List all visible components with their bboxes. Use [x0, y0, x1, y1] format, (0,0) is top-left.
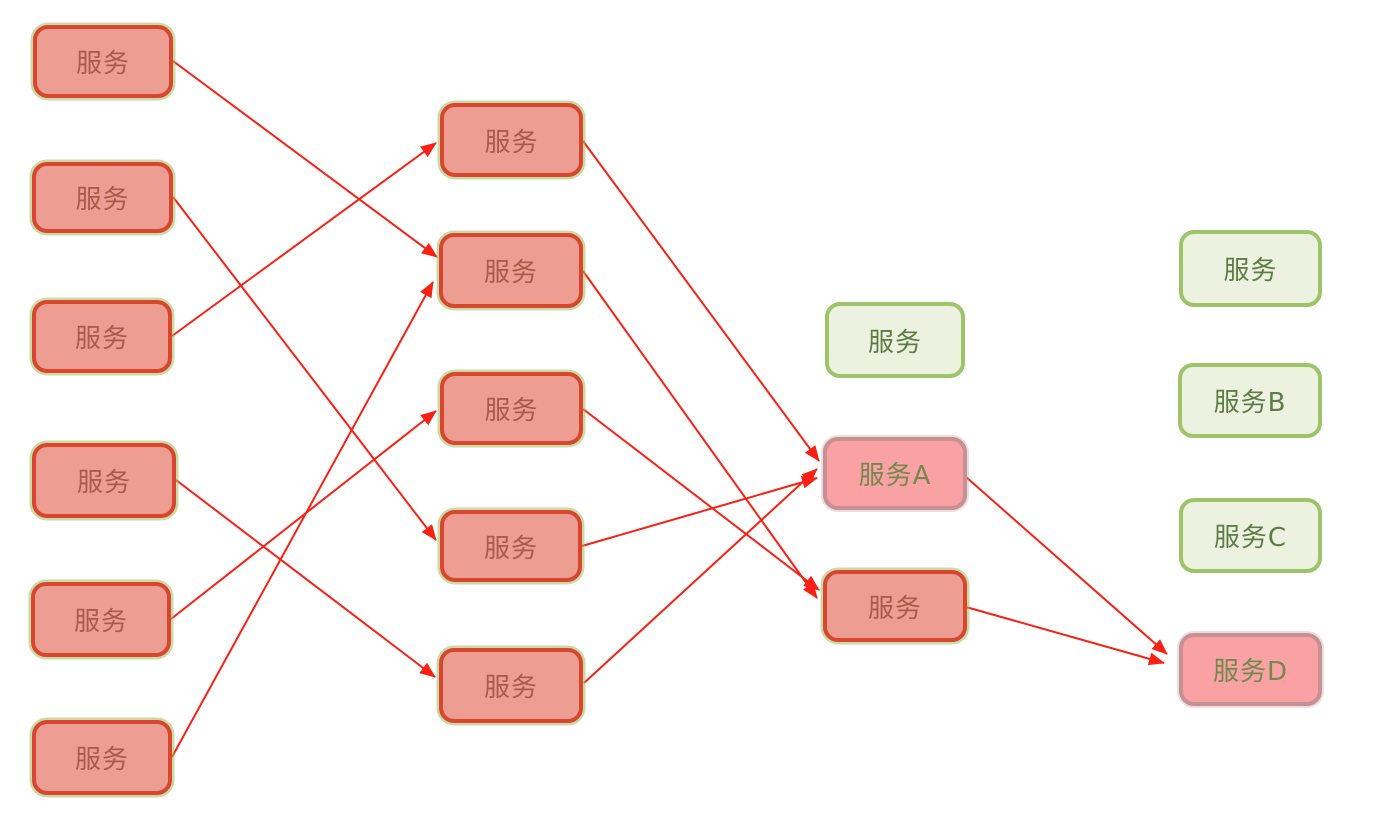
- node-label: 服务D: [1212, 657, 1289, 687]
- node-l5[interactable]: 服务: [31, 582, 171, 657]
- node-m5[interactable]: 服务: [439, 648, 583, 723]
- node-label: 服务: [76, 468, 131, 498]
- edge-a-d: [965, 476, 1168, 655]
- node-a[interactable]: 服务A: [823, 437, 967, 510]
- node-l3[interactable]: 服务: [32, 300, 172, 373]
- node-b[interactable]: 服务B: [1178, 363, 1322, 438]
- node-label: 服务A: [858, 461, 932, 491]
- node-label: 服务: [483, 258, 538, 288]
- node-m4[interactable]: 服务: [440, 510, 582, 582]
- edge-l6-m2: [171, 281, 434, 758]
- edge-l1-m2: [172, 60, 438, 258]
- node-label: 服务: [73, 607, 128, 637]
- node-l1[interactable]: 服务: [33, 25, 173, 98]
- edge-m4-a: [581, 475, 818, 547]
- node-label: 服务: [75, 185, 130, 215]
- edge-r3-d: [965, 606, 1165, 666]
- node-g1[interactable]: 服务: [825, 302, 965, 378]
- node-label: 服务C: [1213, 523, 1288, 553]
- edge-l2-m4: [172, 196, 437, 541]
- node-m3[interactable]: 服务: [440, 372, 583, 445]
- edge-l4-m5: [175, 479, 436, 678]
- edge-l5-m3: [170, 410, 437, 620]
- node-label: 服务: [74, 745, 129, 775]
- node-m2[interactable]: 服务: [439, 233, 583, 308]
- node-d[interactable]: 服务D: [1179, 633, 1322, 706]
- node-r3[interactable]: 服务: [823, 570, 967, 642]
- node-l2[interactable]: 服务: [32, 162, 173, 233]
- node-label: 服务: [1223, 256, 1278, 286]
- node-l4[interactable]: 服务: [32, 443, 176, 518]
- node-label: 服务: [484, 127, 539, 158]
- node-label: 服务: [867, 327, 922, 358]
- node-label: 服务: [483, 673, 538, 703]
- node-label: 服务: [867, 593, 922, 624]
- node-label: 服务B: [1213, 388, 1287, 418]
- node-c[interactable]: 服务C: [1179, 498, 1322, 573]
- node-l6[interactable]: 服务: [32, 720, 172, 795]
- edge-m2-r3: [582, 270, 818, 599]
- node-label: 服务: [483, 533, 538, 564]
- edge-m3-r3: [582, 408, 820, 591]
- edge-l3-m1: [171, 142, 437, 337]
- edge-m1-a: [582, 140, 820, 462]
- node-label: 服务: [484, 396, 539, 426]
- node-m1[interactable]: 服务: [440, 103, 583, 177]
- edge-m5-a: [583, 468, 818, 684]
- node-label: 服务: [74, 324, 129, 354]
- node-g2[interactable]: 服务: [1179, 230, 1322, 307]
- edges-group: [170, 60, 1168, 758]
- node-label: 服务: [75, 49, 130, 79]
